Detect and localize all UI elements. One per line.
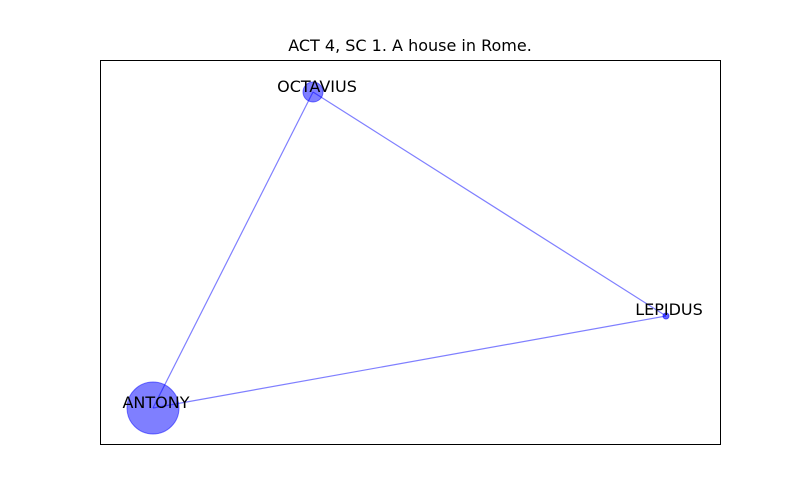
- node-lepidus: [662, 312, 670, 320]
- node-label-antony: ANTONY: [122, 393, 189, 412]
- edge-octavius-lepidus: [312, 91, 667, 317]
- diagram-title: ACT 4, SC 1. A house in Rome.: [288, 36, 532, 55]
- edge-antony-lepidus: [152, 315, 667, 409]
- plot-frame: [100, 60, 721, 445]
- node-antony: [126, 381, 180, 435]
- node-octavius: [302, 81, 324, 103]
- edge-antony-octavius: [152, 91, 314, 409]
- node-label-lepidus: LEPIDUS: [635, 300, 703, 319]
- node-label-octavius: OCTAVIUS: [277, 77, 357, 96]
